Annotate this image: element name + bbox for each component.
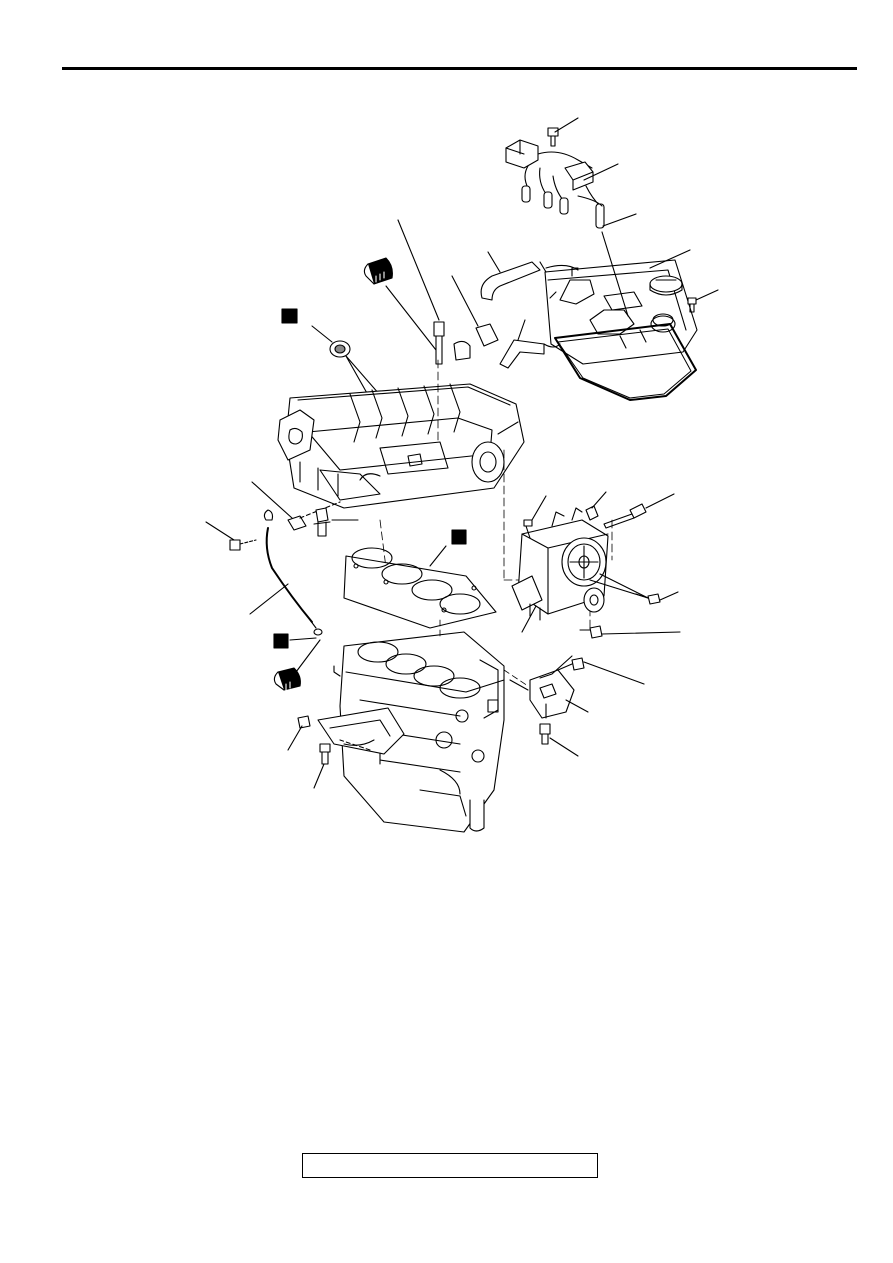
pcv-hose-upper <box>480 251 579 301</box>
pcv-hose-lower <box>499 319 561 369</box>
knock-pin <box>287 715 311 751</box>
head-bolt <box>251 481 341 531</box>
new-part-marker <box>281 308 298 324</box>
sensor-bolt-lower <box>539 703 579 757</box>
camshaft-oil-seal <box>311 325 401 419</box>
leader-line <box>649 249 691 269</box>
header-rule <box>62 67 857 70</box>
long-bolt <box>603 493 675 529</box>
bracket-bolt <box>313 743 331 789</box>
bypass-fitting <box>585 491 607 521</box>
leader-line <box>602 213 637 227</box>
leader-line <box>583 163 619 181</box>
oil-pump-case <box>511 507 609 621</box>
guide-line <box>503 669 529 687</box>
pump-bolt <box>523 495 547 539</box>
sensor-bolt-upper <box>557 657 645 685</box>
cylinder-block <box>333 631 505 833</box>
cover-bolt <box>687 289 719 313</box>
leader-line <box>601 231 629 317</box>
sealant-tube-icon <box>273 639 321 691</box>
leader-line <box>289 637 317 641</box>
hose-clip <box>451 275 499 361</box>
ignition-coil-assembly <box>505 139 605 229</box>
mount-bolt <box>579 625 681 639</box>
leader-line <box>509 679 529 691</box>
gauge-bolt <box>205 521 257 551</box>
leader-line <box>521 605 537 633</box>
leader-line <box>497 421 519 435</box>
engine-mount-bracket <box>317 707 405 755</box>
spark-plug-bolt <box>397 219 445 365</box>
sealant-tube-icon <box>363 257 437 351</box>
pulley-bolt <box>589 573 679 605</box>
cylinder-head-gasket <box>343 545 497 629</box>
cylinder-head <box>277 383 525 509</box>
rocker-cover-gasket <box>554 323 697 401</box>
coil-bolt <box>547 117 579 147</box>
oil-level-gauge <box>249 509 323 636</box>
figure-code-box <box>302 1153 598 1178</box>
new-part-marker <box>273 633 289 649</box>
oil-filler-cap <box>649 275 683 296</box>
new-part-marker <box>451 529 467 545</box>
water-temperature-sensor <box>313 507 359 537</box>
rocker-cover <box>544 259 698 365</box>
